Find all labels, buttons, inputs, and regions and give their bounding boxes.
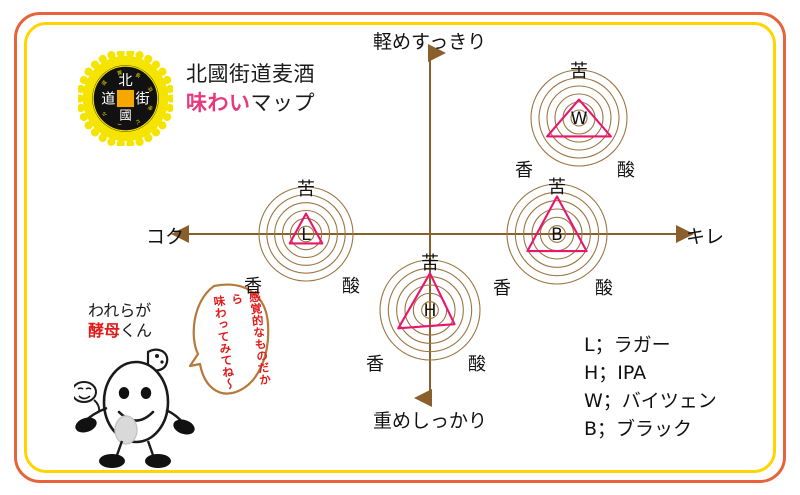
logo-kanji-left: 道 (101, 90, 115, 107)
logo-kanji-top: 北 (118, 72, 132, 89)
legend-item-w: W；バイツェン (584, 389, 717, 412)
svg-text:滋: 滋 (100, 79, 109, 87)
logo-kanji-right: 街 (135, 90, 149, 107)
legend-item-b: B；ブラック (584, 417, 693, 440)
radar-w-label-aroma: 香 (515, 160, 533, 181)
radar-chart-w: W (529, 68, 629, 168)
radar-chart-l: L (257, 185, 355, 283)
mascot-caption-line2: 酵母くん (88, 321, 152, 341)
page-title: 北國街道麦酒 味わいマップ (186, 62, 315, 116)
radar-w-label-acid: 酸 (617, 160, 635, 181)
axis-label-left: コク (146, 226, 185, 248)
title-line-map: 味わいマップ (186, 91, 315, 116)
title-accent-text: 味わい (186, 90, 251, 115)
radar-l-label-aroma: 香 (244, 276, 262, 297)
mascot-name-accent: 酵母 (88, 321, 121, 340)
axis-label-right: キレ (686, 226, 725, 248)
logo-kanji-bottom: 國 (119, 108, 131, 122)
radar-l-label-acid: 酸 (342, 276, 360, 297)
svg-text:長: 長 (134, 72, 141, 80)
radar-l-label-bitter: 苦 (297, 179, 315, 200)
radar-center-label-w: W (571, 109, 588, 129)
legend-item-l: L；ラガー (584, 334, 671, 356)
radar-b-label-aroma: 香 (493, 278, 511, 299)
title-suffix-text: マップ (250, 90, 315, 115)
radar-b-label-acid: 酸 (595, 278, 613, 299)
legend: L；ラガー H；IPA W；バイツェン B；ブラック (584, 332, 717, 444)
speech-bubble (178, 280, 274, 400)
radar-h-label-acid: 酸 (468, 354, 486, 375)
title-line-brand: 北國街道麦酒 (186, 62, 315, 86)
radar-center-label-l: L (301, 225, 311, 245)
svg-text:地: 地 (146, 104, 154, 111)
radar-chart-b: B (505, 182, 609, 286)
radar-center-label-h: H (424, 301, 437, 321)
axis-label-bottom: 重めしっかり (373, 410, 488, 432)
svg-text:ー: ー (117, 120, 123, 127)
legend-item-h: H；IPA (584, 361, 647, 384)
brewery-logo: 北 道 街 國 滋賀 長浜地ビ ー ル (78, 51, 173, 146)
svg-text:賀: 賀 (116, 69, 122, 77)
mascot-name-suffix: くん (120, 321, 153, 340)
radar-center-label-b: B (551, 225, 563, 245)
radar-w-label-bitter: 苦 (570, 61, 588, 82)
radar-b-label-bitter: 苦 (548, 177, 566, 198)
mascot-caption-line1: われらが (88, 301, 152, 320)
mascot-caption: われらが 酵母くん (88, 301, 152, 341)
svg-text:浜: 浜 (146, 86, 154, 93)
svg-text:ル: ル (101, 110, 109, 118)
radar-chart-h: H (378, 258, 482, 362)
yeast-mascot-illustration (71, 330, 204, 470)
radar-h-label-bitter: 苦 (421, 253, 439, 274)
speech-line-2: 味わってみてね〜 (211, 294, 238, 391)
svg-text:ビ: ビ (134, 117, 142, 126)
axis-label-top: 軽めすっきり (373, 31, 487, 53)
speech-bubble-text: 感覚的なものだから 味わってみてね〜 (196, 290, 274, 397)
radar-h-label-aroma: 香 (366, 354, 384, 375)
